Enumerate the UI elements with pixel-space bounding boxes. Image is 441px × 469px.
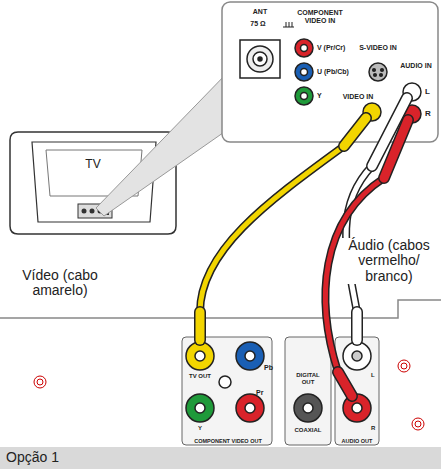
port-label: L [425,88,430,97]
port-label: Pr [256,389,263,397]
port-label: R [425,110,431,119]
port-label: COMPONENT VIDEO OUT [194,438,262,444]
port-label: R [371,425,375,432]
caption: Opção 1 [6,450,59,465]
cable-label: Áudio (cabos vermelho/ branco) [340,238,438,284]
port-label: Y [198,425,202,432]
port-label: DIGITAL OUT [291,372,325,385]
port-label: Pb [264,364,273,372]
port-label: ANT [253,8,267,16]
player-panel [0,318,441,447]
port-label: COAXIAL [295,427,322,434]
callout-wedge [96,70,230,216]
port-label: S-VIDEO IN [358,44,398,52]
port-label: COMPONENT VIDEO IN [288,9,352,24]
port-label: L [371,372,375,379]
port-label: VIDEO IN [343,93,374,101]
jack-frames [182,337,379,445]
player-jacks [186,342,371,422]
port-label: V (Pr/Cr) [317,44,345,52]
cable-label: Vídeo (cabo amarelo) [3,268,117,299]
port-label: Y [317,92,322,100]
panel-edge [0,300,441,318]
port-label: 75 Ω [250,20,265,28]
port-label: AUDIO IN [398,62,434,70]
tv-jacks [240,22,421,123]
port-label: U (Pb/Cb) [317,68,349,76]
caption-band [0,447,441,469]
port-label: TV OUT [189,373,211,380]
device-label: TV [85,158,100,171]
port-label: AUDIO OUT [342,438,373,444]
